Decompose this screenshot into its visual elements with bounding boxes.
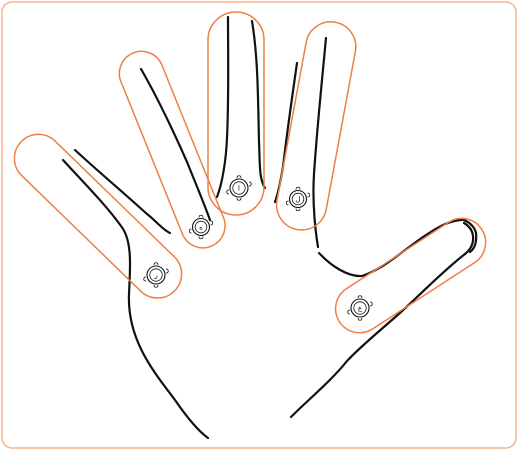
pinky-right-edge [75,150,170,233]
middle-left-edge [217,17,228,197]
middle-marker: ا [227,176,252,201]
thumb-marker: ع [348,296,373,321]
finger-pinky[interactable]: ر [14,134,181,298]
index-marker-label: ل [295,196,300,204]
ring-left-edge [141,69,210,220]
ring-marker-label: ه [199,224,203,232]
index-marker: ل [286,187,310,211]
middle-marker-label: ا [238,185,240,193]
pinky-marker-label: ر [153,272,157,280]
hand-left-palm-edge [63,160,208,438]
index-left-edge [275,63,297,202]
hand-outline [63,17,476,438]
pinky-marker: ر [144,263,169,288]
thumb-lower-edge [291,223,473,417]
finger-capsules: ر ه ا [14,12,485,333]
middle-right-edge [252,21,265,188]
